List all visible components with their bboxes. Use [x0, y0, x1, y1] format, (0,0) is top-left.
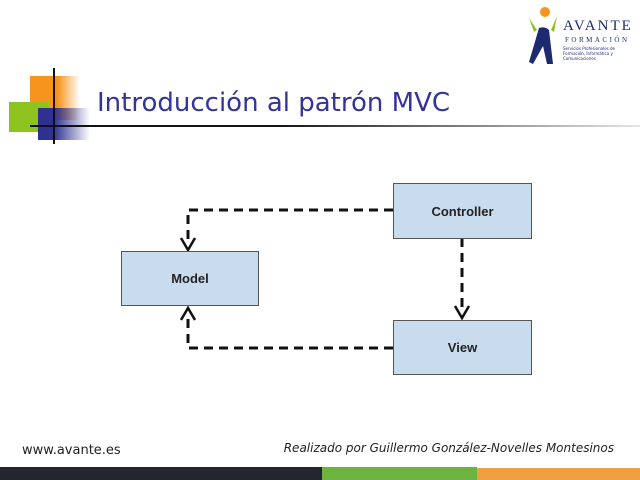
logo-name: AVANTE: [563, 18, 633, 34]
footer-url: www.avante.es: [22, 443, 121, 458]
footer-author: Realizado por Guillermo González-Novelle…: [283, 441, 614, 455]
footer-bar-dark: [0, 467, 322, 480]
controller-label: Controller: [431, 203, 494, 219]
arrow-down-to-view-icon: [453, 305, 471, 321]
arrow-down-to-model-icon: [179, 237, 197, 253]
page-title: Introducción al patrón MVC: [97, 88, 451, 118]
model-label: Model: [171, 271, 209, 286]
view-to-model-line: [186, 318, 393, 350]
model-box: Model: [121, 251, 259, 306]
controller-to-model-line: [186, 208, 393, 240]
controller-box: Controller: [393, 183, 532, 239]
decor-vertical-line: [53, 68, 55, 144]
avante-figure-icon: [529, 7, 557, 64]
view-label: View: [447, 340, 478, 355]
logo-tagline: Servicios Profesionales de Formación, In…: [563, 46, 616, 61]
footer-bar-orange: [477, 468, 640, 480]
view-box: View: [393, 320, 532, 375]
title-underline: [30, 125, 640, 127]
decor-blue-square: [38, 108, 90, 140]
avante-logo: AVANTE FORMACIÓN Servicios Profesionales…: [525, 6, 637, 70]
arrow-up-to-model-icon: [179, 305, 197, 321]
logo-subtitle: FORMACIÓN: [565, 36, 630, 44]
footer-bar-green: [322, 467, 477, 480]
